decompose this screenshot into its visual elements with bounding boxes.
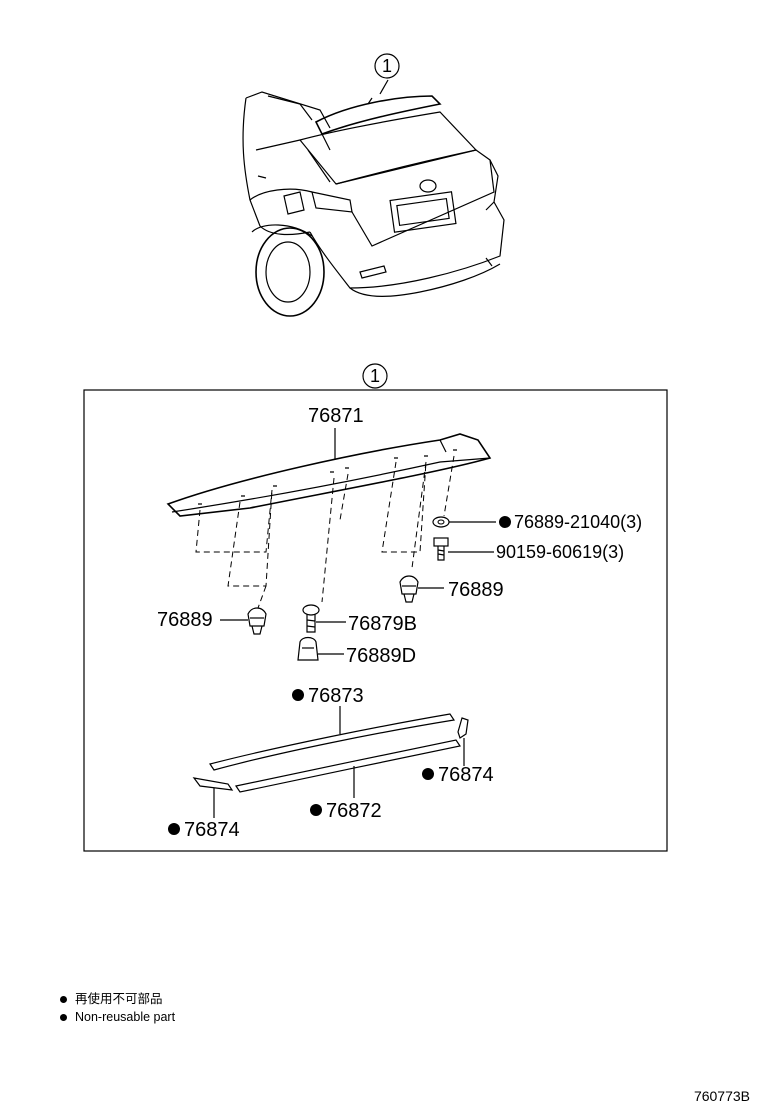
box-callout: 1 [362,363,388,389]
end-piece-right-icon [457,717,469,739]
label-76874-left: 76874 [184,819,240,841]
washer-icon [432,516,450,528]
assembly-lines-left [195,473,349,609]
drawing-number: 760773B [693,1088,750,1104]
label-90159-60619: 90159-60619(3) [496,542,624,562]
non-reusable-dot-76889-21040 [499,516,511,528]
upper-seal-part [209,713,456,771]
label-76889-21040: 76889-21040(3) [514,512,642,532]
label-76879B: 76879B [348,613,417,635]
label-76889D: 76889D [346,645,416,667]
bullet-icon [60,995,67,1003]
legend-row-japanese: 再使用不可部品 [60,990,175,1008]
label-76872: 76872 [326,800,382,822]
grommet-icon [297,636,319,661]
label-76889-left: 76889 [157,609,213,631]
bolt-icon [433,537,449,561]
non-reusable-dot-76874-right [422,768,434,780]
non-reusable-dot-76873 [292,689,304,701]
non-reusable-dot-76872 [310,804,322,816]
clip-left-icon [247,607,267,635]
label-76871: 76871 [308,405,364,427]
legend-text-english: Non-reusable part [75,1010,176,1024]
assembly-lines-right [381,455,455,569]
label-76873: 76873 [308,685,364,707]
overview-callout: 1 [374,53,400,79]
parts-frame [83,389,668,852]
rear-spoiler-part [166,433,492,517]
legend: 再使用不可部品 Non-reusable part [60,990,175,1026]
clip-right-icon [399,575,419,603]
screw-icon [302,604,320,633]
non-reusable-dot-76874-left [168,823,180,835]
end-piece-left-icon [192,777,234,791]
label-76889-right: 76889 [448,579,504,601]
overview-callout-number: 1 [382,56,392,76]
label-76874-right: 76874 [438,764,494,786]
vehicle-overview [242,79,505,317]
legend-row-english: Non-reusable part [60,1008,175,1026]
lower-seal-part [235,739,461,793]
legend-text-japanese: 再使用不可部品 [75,992,163,1006]
bullet-icon [60,1013,67,1021]
box-callout-number: 1 [370,366,380,386]
